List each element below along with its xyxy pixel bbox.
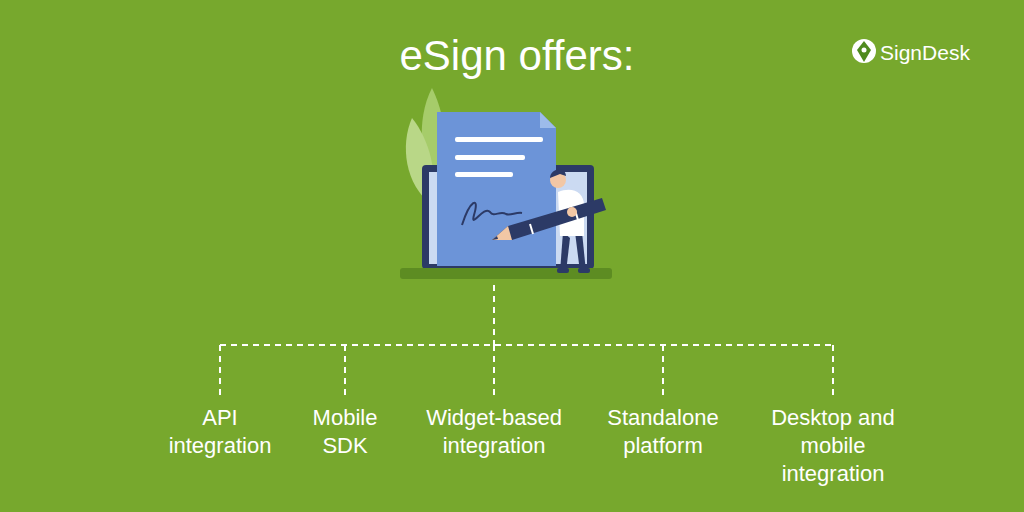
option-label: Standalone platform — [588, 404, 738, 460]
dashed-tree — [220, 285, 833, 398]
pen — [492, 198, 606, 240]
option-label: Desktop and mobile integration — [753, 404, 913, 488]
logo-text: SignDesk — [880, 39, 970, 67]
logo-icon — [852, 39, 876, 63]
document — [437, 112, 556, 266]
title: eSign offers: — [399, 32, 634, 80]
option-label: API integration — [155, 404, 285, 460]
option-label: Widget-based integration — [409, 404, 579, 460]
option-label: Mobile SDK — [295, 404, 395, 460]
